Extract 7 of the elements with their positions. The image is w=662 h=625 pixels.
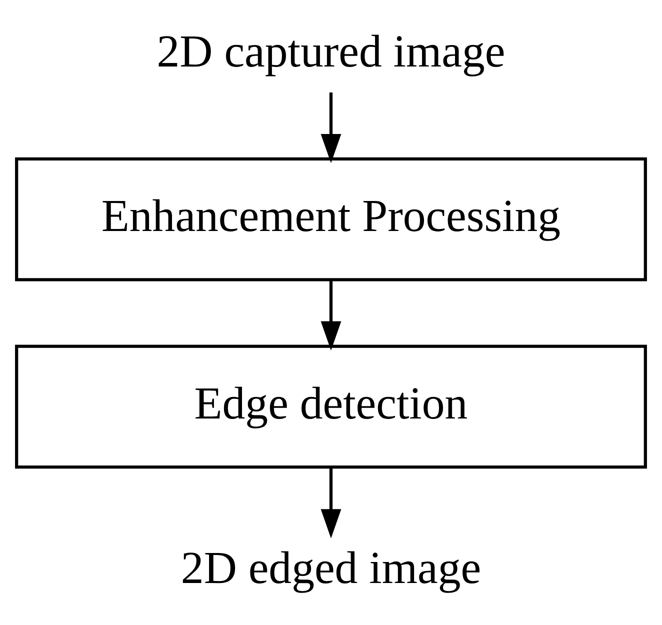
node-box: Edge detection	[15, 344, 647, 468]
node-text: 2D edged image	[180, 541, 482, 592]
node-text: 2D captured image	[156, 24, 506, 76]
node-box: Enhancement Processing	[15, 156, 647, 281]
arrow	[320, 280, 342, 350]
arrow	[320, 92, 342, 163]
arrow	[320, 467, 342, 538]
